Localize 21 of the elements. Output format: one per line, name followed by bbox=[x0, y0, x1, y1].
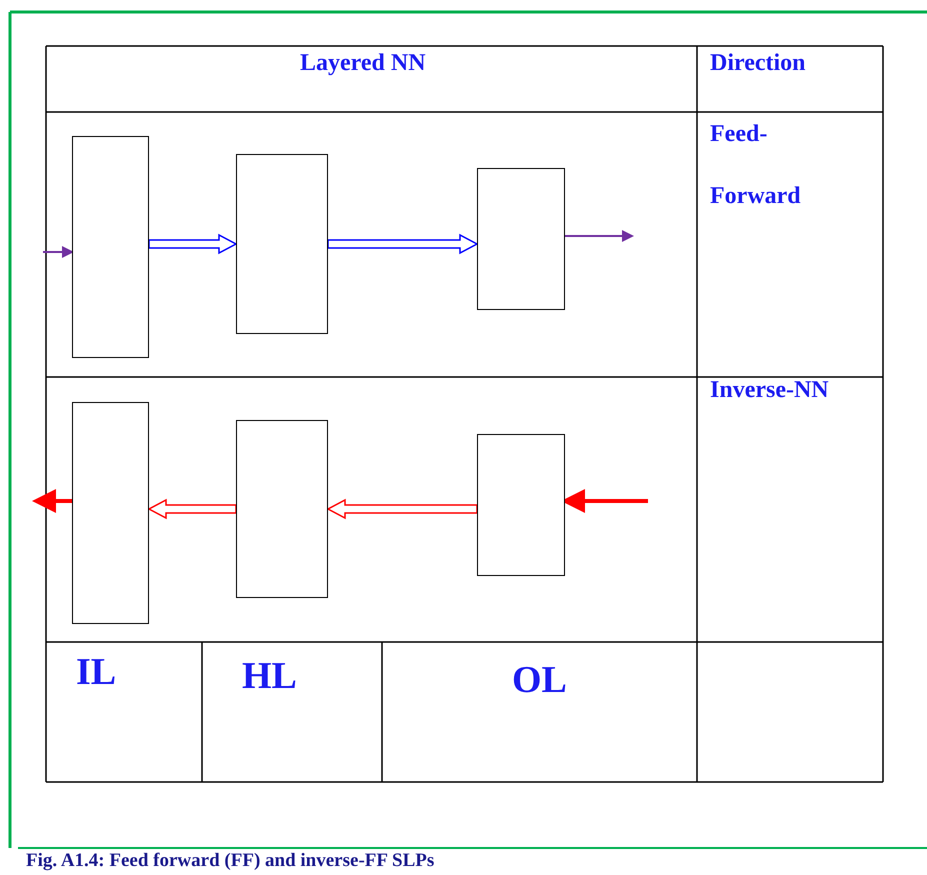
layer-box bbox=[477, 434, 565, 576]
arrow bbox=[43, 246, 74, 258]
layer-box bbox=[72, 136, 149, 358]
layer-label: HL bbox=[242, 654, 297, 698]
direction-label: Feed-Forward bbox=[710, 120, 802, 212]
arrow bbox=[565, 230, 634, 242]
hollow-arrow bbox=[326, 498, 478, 520]
direction-label: Inverse-NN bbox=[710, 377, 829, 404]
figure-caption: Fig. A1.4: Feed forward (FF) and inverse-FF SLPs bbox=[26, 850, 434, 872]
layer-box bbox=[72, 402, 149, 624]
hollow-arrow bbox=[148, 234, 238, 254]
hollow-arrow bbox=[327, 234, 479, 254]
column-header: Layered NN bbox=[300, 50, 426, 77]
column-header: Direction bbox=[710, 50, 806, 77]
hollow-arrow bbox=[147, 498, 237, 520]
layer-box bbox=[236, 420, 328, 598]
layer-box bbox=[477, 168, 565, 310]
layer-label: IL bbox=[76, 650, 116, 694]
layer-box bbox=[236, 154, 328, 334]
layer-label: OL bbox=[512, 658, 567, 702]
arrow bbox=[32, 489, 72, 513]
